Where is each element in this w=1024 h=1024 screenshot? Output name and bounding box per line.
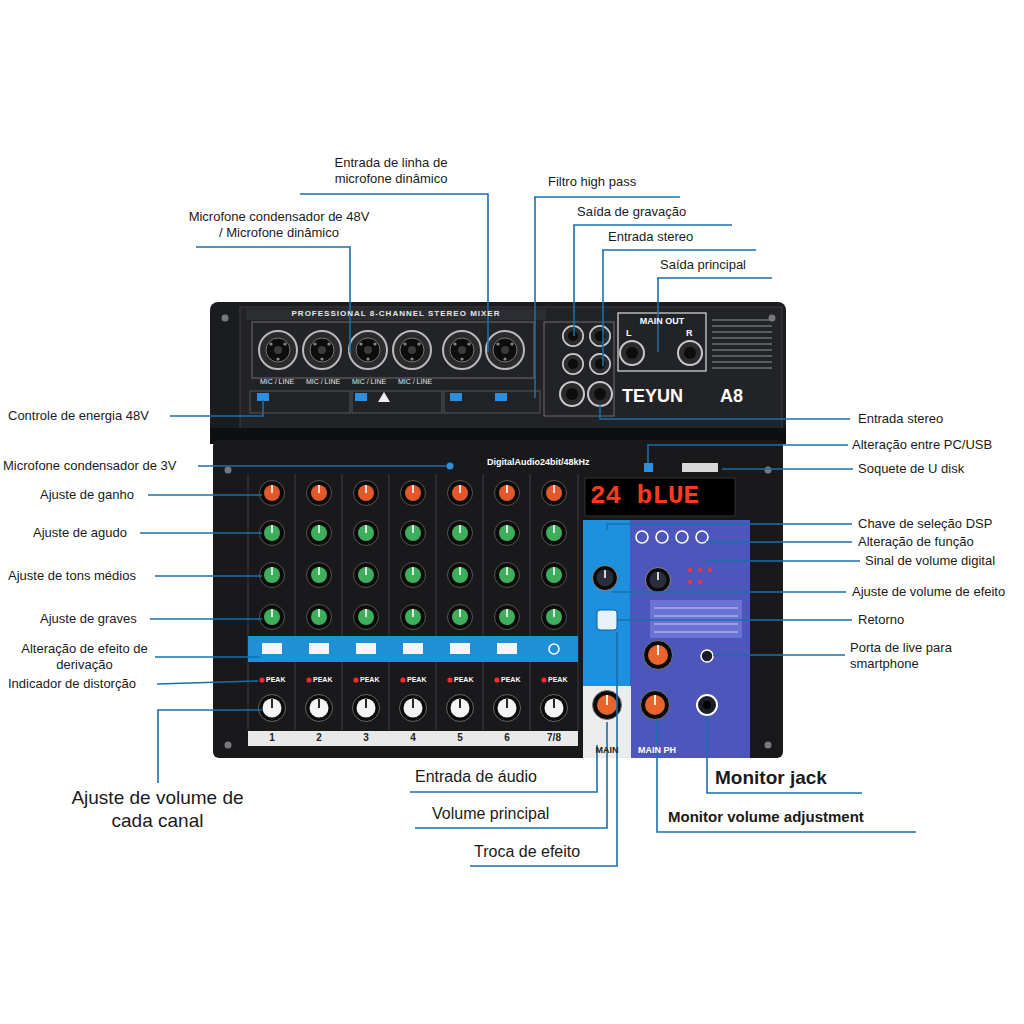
panel-text: PEAK xyxy=(501,676,520,685)
panel-text: PEAK xyxy=(266,676,285,685)
callout-label: Indicador de distorção xyxy=(8,676,136,692)
channel-number: 2 xyxy=(299,732,339,744)
callout-label: Saída de gravação xyxy=(577,204,686,220)
callout-label: Entrada de áudio xyxy=(415,767,537,787)
panel-text: PEAK xyxy=(454,676,473,685)
channel-number: 6 xyxy=(487,732,527,744)
callout-label: Sinal de volume digital xyxy=(865,553,995,569)
callout-label: Ajuste de volume de cada canal xyxy=(50,786,265,832)
callout-label: Chave de seleção DSP xyxy=(858,516,992,532)
panel-text: DigitalAudio24bit/48kHz xyxy=(487,457,590,468)
channel-number: 1 xyxy=(252,732,292,744)
callout-label: Ajuste de volume de efeito xyxy=(852,584,1005,600)
callout-label: Ajuste de tons médios xyxy=(8,568,136,584)
panel-text: L xyxy=(626,328,632,339)
panel-text: MIC / LINE xyxy=(344,378,394,387)
callout-label: Alteração entre PC/USB xyxy=(852,437,992,453)
callout-label: Saída principal xyxy=(660,257,746,273)
callout-label: Filtro high pass xyxy=(548,174,636,190)
panel-text: PEAK xyxy=(407,676,426,685)
callout-label: Porta de live para smartphone xyxy=(850,640,980,672)
brand-name: TEYUN xyxy=(622,386,683,408)
callout-label: Monitor volume adjustment xyxy=(668,808,864,826)
panel-text: PROFESSIONAL 8-CHANNEL STEREO MIXER xyxy=(248,309,544,319)
callout-label: Troca de efeito xyxy=(474,842,580,862)
callout-label: Ajuste de graves xyxy=(40,611,137,627)
panel-text: R xyxy=(686,328,693,339)
callout-label: Microfone condensador de 48V / Microfone… xyxy=(188,209,370,241)
callout-label: Entrada stereo xyxy=(608,229,693,245)
panel-text: MAIN xyxy=(584,745,630,756)
panel-text: PEAK xyxy=(360,676,379,685)
panel-text: PEAK xyxy=(548,676,567,685)
panel-text: PEAK xyxy=(313,676,332,685)
panel-text: MIC / LINE xyxy=(390,378,440,387)
callout-label: Alteração de efeito de derivação xyxy=(16,641,153,673)
callout-label: Soquete de U disk xyxy=(858,461,964,477)
callout-label: Ajuste de ganho xyxy=(40,487,134,503)
model-name: A8 xyxy=(720,386,743,408)
panel-text: MIC / LINE xyxy=(252,378,302,387)
channel-number: 4 xyxy=(393,732,433,744)
callout-label: Ajuste de agudo xyxy=(33,525,127,541)
channel-number: 5 xyxy=(440,732,480,744)
panel-text: MAIN OUT xyxy=(624,316,700,327)
callout-label: Retorno xyxy=(858,612,904,628)
callout-label: Monitor jack xyxy=(715,766,827,789)
callout-label: Microfone condensador de 3V xyxy=(3,458,176,474)
callout-label: Controle de energia 48V xyxy=(8,408,149,424)
channel-number: 7/8 xyxy=(534,732,574,744)
panel-text: MIC / LINE xyxy=(298,378,348,387)
callout-label: Volume principal xyxy=(432,804,549,824)
callout-label: Entrada stereo xyxy=(858,411,943,427)
callout-label: Alteração de função xyxy=(858,534,974,550)
panel-text: MAIN PH xyxy=(634,745,680,756)
callout-label: Entrada de linha de microfone dinâmico xyxy=(320,155,462,187)
channel-number: 3 xyxy=(346,732,386,744)
display-readout: 24 bLUE xyxy=(590,481,699,513)
